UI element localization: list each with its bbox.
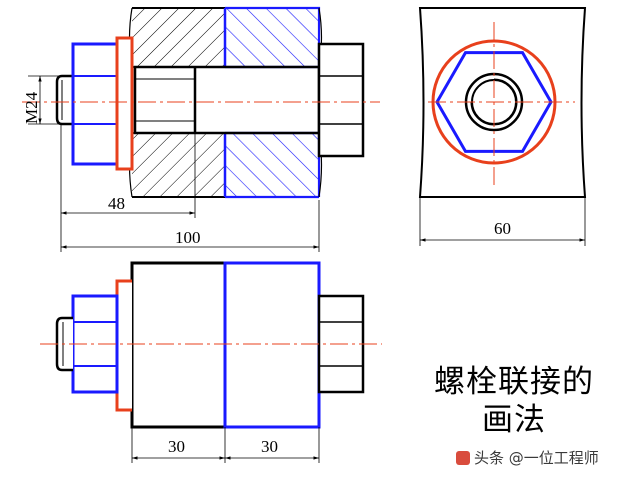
- thread-label: M24: [22, 91, 41, 124]
- washer-front: [115, 36, 134, 171]
- watermark: 头条 @一位工程师: [456, 447, 599, 468]
- bolt-head: [317, 42, 365, 158]
- washer-exterior: [115, 279, 132, 412]
- thickness-b-label: 30: [261, 437, 278, 456]
- nut-front: [71, 42, 119, 166]
- dimension-thread: M24: [22, 75, 68, 125]
- length-48-label: 48: [108, 194, 125, 213]
- dimension-30-30: 30 30: [131, 427, 320, 463]
- plate-b-exterior: [223, 261, 321, 429]
- plate-a-exterior: [130, 261, 227, 429]
- plate-a-section: [128, 7, 225, 198]
- thickness-a-label: 30: [168, 437, 185, 456]
- width-60-label: 60: [494, 219, 511, 238]
- exterior-view: [40, 261, 382, 429]
- title-line-2: 画法: [482, 402, 546, 438]
- dimension-100: 100: [60, 200, 320, 252]
- section-view: [22, 6, 380, 199]
- toutiao-logo-icon: [456, 451, 470, 465]
- watermark-text: 头条 @一位工程师: [474, 449, 599, 467]
- side-view: [418, 7, 587, 198]
- bolt-shank: [133, 65, 321, 135]
- dimension-48: 48: [60, 124, 196, 252]
- plate-b-section: [223, 6, 323, 199]
- title-line-1: 螺栓联接的: [434, 364, 594, 400]
- length-100-label: 100: [175, 228, 201, 247]
- dimension-60: 60: [419, 197, 586, 246]
